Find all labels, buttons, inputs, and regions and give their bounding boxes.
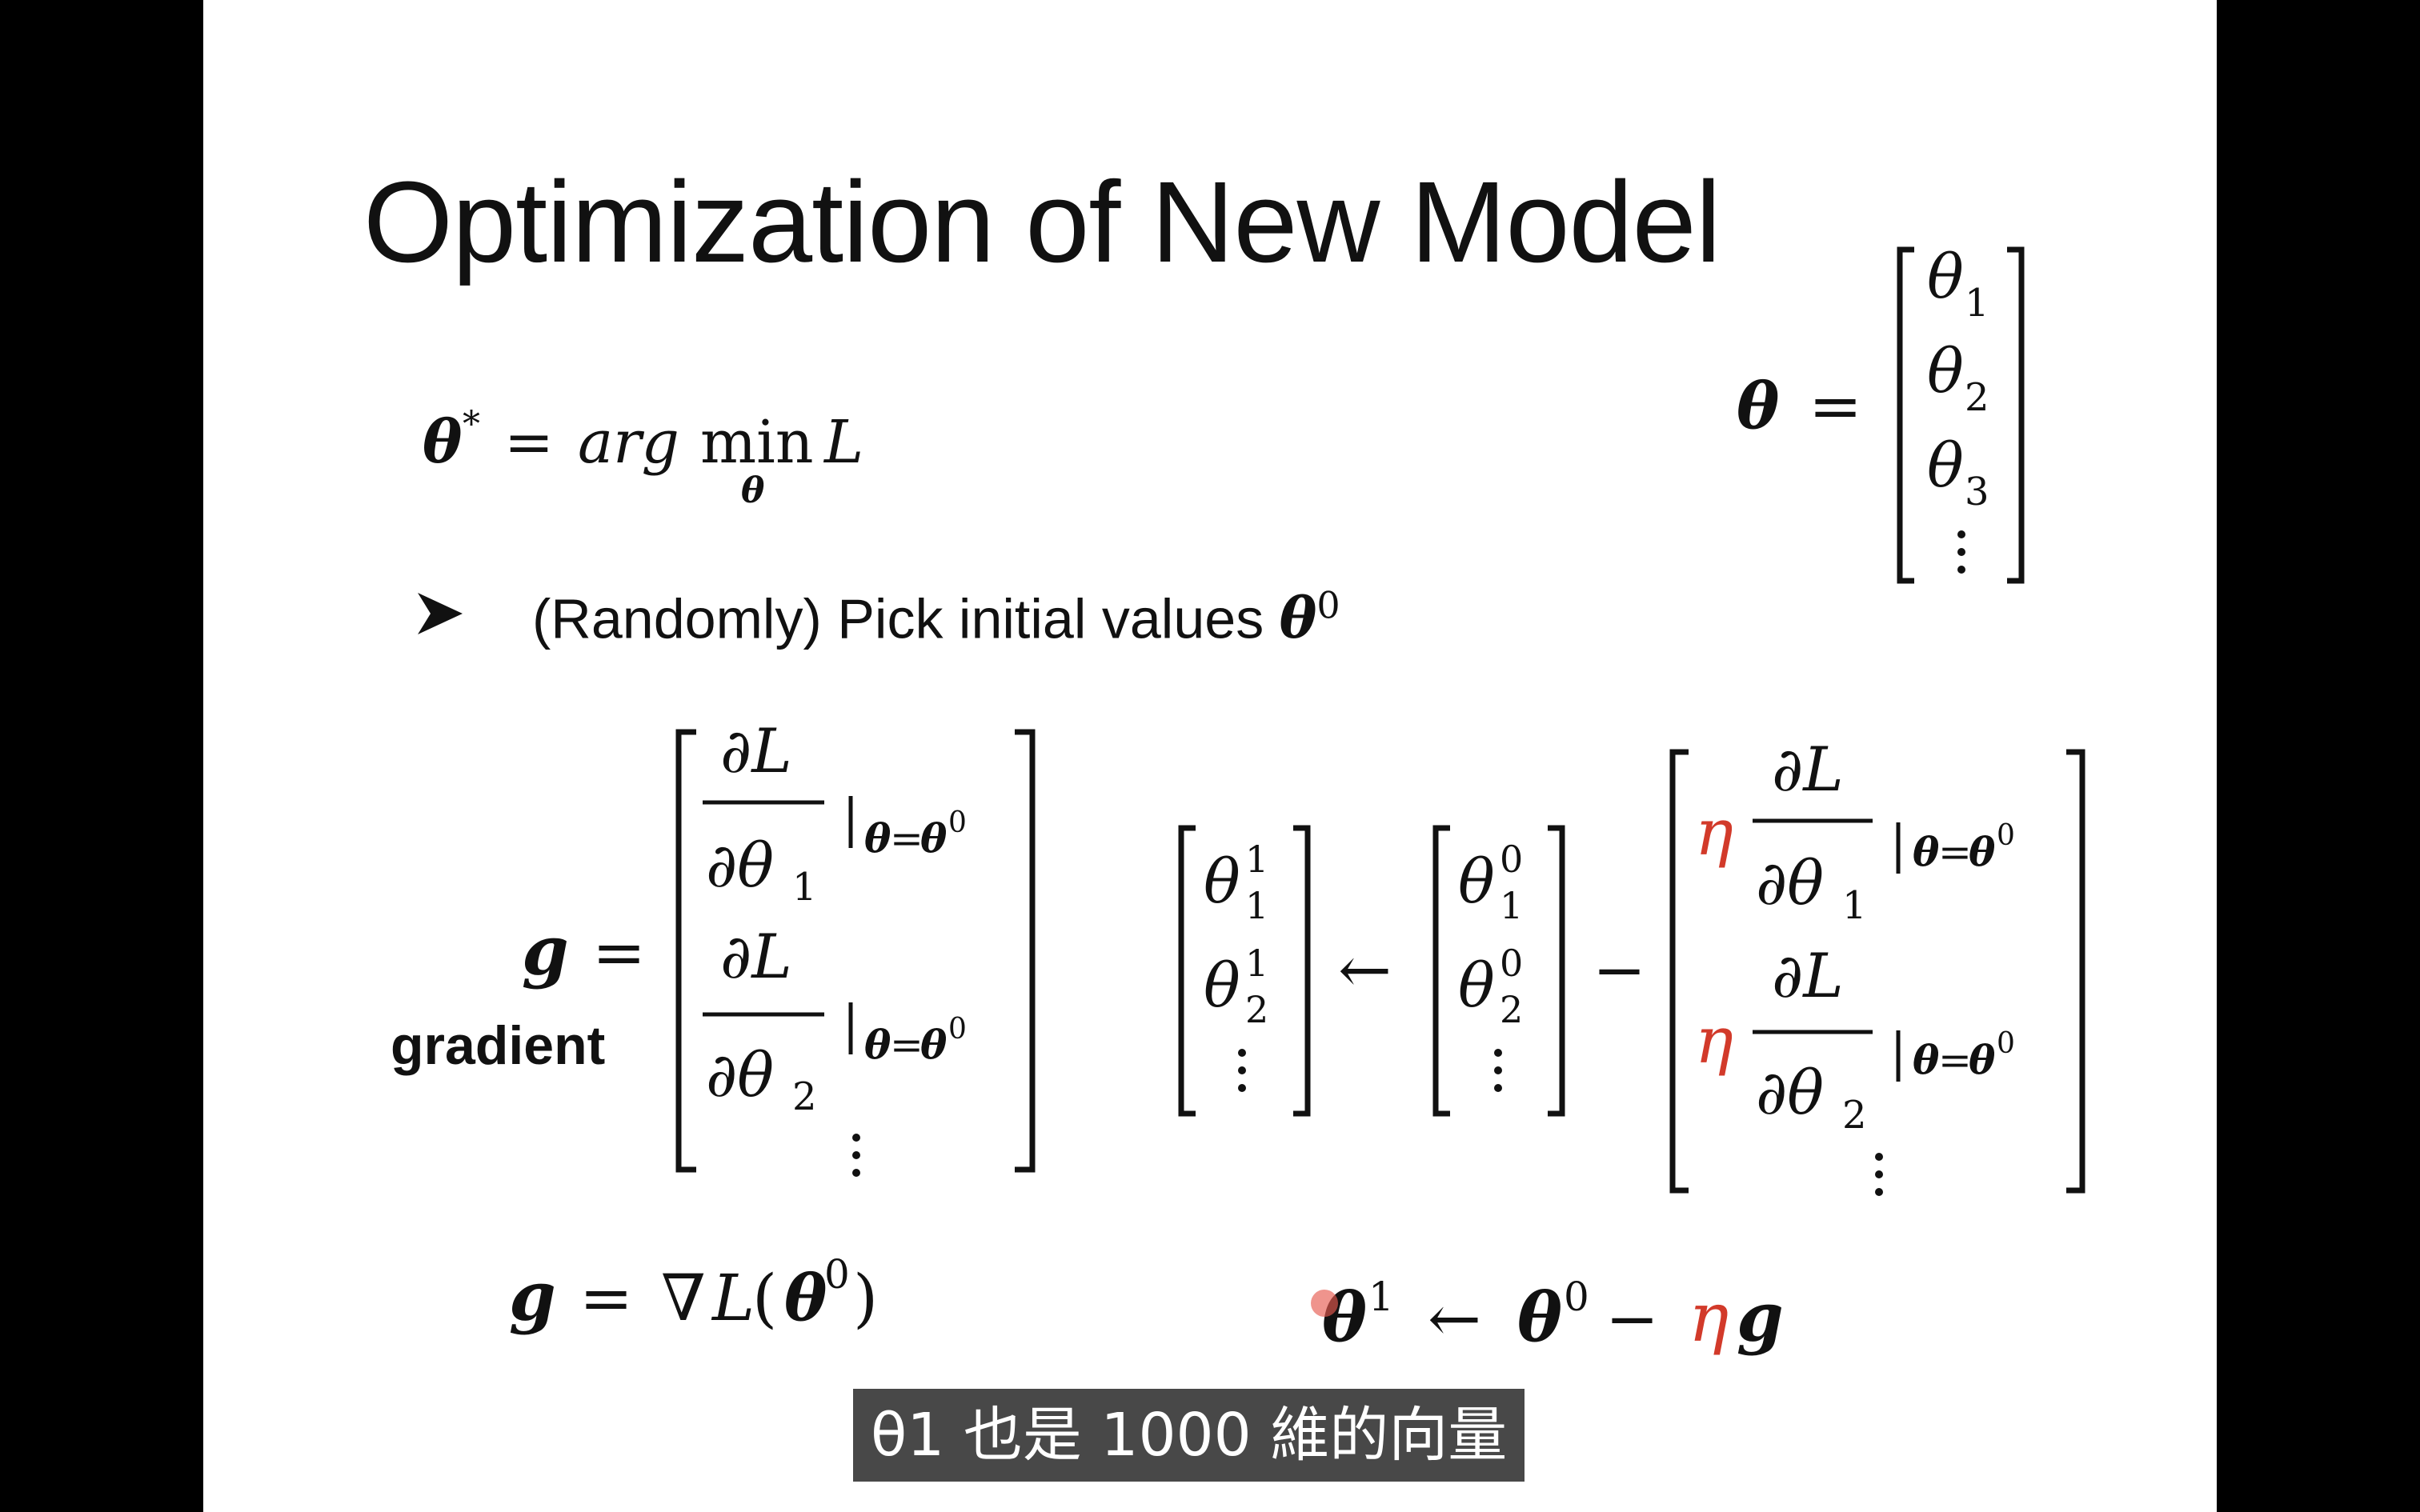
svg-text:min: min bbox=[700, 408, 814, 477]
svg-text:=: = bbox=[579, 1261, 633, 1335]
svg-text:∂θ: ∂θ bbox=[1756, 847, 1824, 918]
svg-text:θ: θ bbox=[423, 408, 463, 477]
svg-text:←: ← bbox=[1338, 933, 1392, 1007]
svg-text:∂L: ∂L bbox=[1772, 940, 1844, 1011]
svg-text:θ: θ bbox=[920, 814, 948, 862]
svg-text:2: 2 bbox=[792, 1074, 817, 1119]
svg-text:←: ← bbox=[1428, 1282, 1481, 1356]
svg-text:θ: θ bbox=[1969, 828, 1996, 875]
svg-text:=: = bbox=[1938, 1037, 1972, 1083]
update-rule-equation: θ 1 1 θ 1 2 ← θ 0 1 θ 0 2 − bbox=[1178, 734, 2085, 1196]
svg-text:3: 3 bbox=[1965, 470, 1989, 514]
arrowhead-bullet-icon bbox=[416, 586, 488, 650]
vector-update-equation: θ 1 ← θ 0 − η g bbox=[1322, 1274, 1784, 1357]
theta-vector-equation: θ = θ 1 θ 2 θ 3 bbox=[1737, 241, 2025, 584]
svg-text:L: L bbox=[711, 1261, 755, 1335]
svg-text:∂θ: ∂θ bbox=[1756, 1057, 1824, 1128]
svg-text:−: − bbox=[1605, 1282, 1659, 1356]
theta-zero-symbol: θ0 bbox=[1279, 584, 1340, 652]
svg-text:θ: θ bbox=[1913, 828, 1940, 875]
svg-text:=: = bbox=[504, 408, 554, 477]
svg-text:∂θ: ∂θ bbox=[706, 1039, 774, 1110]
svg-text:η: η bbox=[1695, 795, 1733, 870]
svg-text:θ: θ bbox=[864, 1021, 891, 1068]
svg-text:θ: θ bbox=[1458, 950, 1495, 1021]
svg-text:arg: arg bbox=[578, 408, 679, 477]
svg-text:1: 1 bbox=[1245, 942, 1268, 985]
svg-text:θ: θ bbox=[1927, 335, 1964, 406]
svg-text:0: 0 bbox=[1500, 942, 1523, 985]
argmin-equation: θ * = arg min θ L bbox=[423, 404, 863, 511]
svg-text:g: g bbox=[522, 911, 569, 990]
svg-text:θ: θ bbox=[1927, 430, 1964, 501]
gradient-label: gradient bbox=[391, 1015, 606, 1076]
svg-text:L: L bbox=[823, 408, 863, 477]
svg-text:θ: θ bbox=[1737, 368, 1780, 443]
svg-text:1: 1 bbox=[1965, 281, 1989, 326]
svg-text:θ: θ bbox=[784, 1260, 827, 1335]
svg-text:0: 0 bbox=[1997, 1027, 2015, 1060]
svg-text:1: 1 bbox=[1500, 884, 1523, 927]
svg-text:(: ( bbox=[752, 1261, 777, 1335]
svg-text:1: 1 bbox=[1842, 883, 1867, 928]
svg-text:θ: θ bbox=[1913, 1036, 1940, 1083]
svg-text:∇: ∇ bbox=[661, 1261, 706, 1335]
svg-text:1: 1 bbox=[1368, 1274, 1394, 1320]
svg-text:θ: θ bbox=[1322, 1278, 1367, 1357]
svg-text:=: = bbox=[592, 915, 646, 990]
gradient-matrix-equation: g = ∂L ∂θ 1 θ = θ 0 ∂L ∂θ 2 θ = θ 0 bbox=[522, 715, 1036, 1177]
svg-text:η: η bbox=[1695, 1003, 1733, 1078]
svg-text:1: 1 bbox=[1245, 884, 1268, 927]
gradient-nabla-equation: g = ∇ L ( θ 0 ) bbox=[509, 1251, 878, 1336]
laser-pointer-icon bbox=[1311, 1290, 1338, 1317]
svg-text:∂L: ∂L bbox=[720, 715, 792, 786]
svg-text:*: * bbox=[463, 404, 480, 445]
svg-text:2: 2 bbox=[1965, 375, 1989, 420]
svg-text:1: 1 bbox=[792, 865, 817, 910]
video-subtitle: θ1 也是 1000 維的向量 bbox=[853, 1389, 1525, 1482]
svg-text:θ: θ bbox=[1204, 846, 1240, 917]
svg-text:=: = bbox=[890, 815, 924, 862]
svg-text:θ: θ bbox=[741, 470, 765, 511]
svg-text:2: 2 bbox=[1842, 1093, 1867, 1138]
svg-text:g: g bbox=[1737, 1278, 1784, 1357]
svg-text:η: η bbox=[1689, 1278, 1729, 1357]
svg-text:0: 0 bbox=[1500, 838, 1523, 881]
lecture-slide bbox=[203, 0, 2217, 1512]
svg-text:): ) bbox=[853, 1261, 878, 1335]
svg-text:=: = bbox=[1809, 369, 1862, 443]
svg-text:θ: θ bbox=[1927, 241, 1964, 312]
svg-text:∂θ: ∂θ bbox=[706, 830, 774, 901]
slide-title: Optimization of New Model bbox=[363, 158, 1721, 286]
svg-text:=: = bbox=[890, 1022, 924, 1068]
svg-text:θ: θ bbox=[920, 1021, 948, 1068]
svg-text:−: − bbox=[1593, 933, 1646, 1007]
svg-text:2: 2 bbox=[1245, 988, 1268, 1031]
svg-text:=: = bbox=[1938, 829, 1972, 875]
svg-text:θ: θ bbox=[1458, 846, 1495, 917]
svg-text:θ: θ bbox=[1969, 1036, 1996, 1083]
svg-text:0: 0 bbox=[1564, 1274, 1589, 1320]
svg-text:∂L: ∂L bbox=[720, 921, 792, 992]
svg-text:0: 0 bbox=[824, 1251, 850, 1298]
svg-text:θ: θ bbox=[864, 814, 891, 862]
svg-text:θ: θ bbox=[1517, 1278, 1562, 1357]
bullet-pick-initial-values: (Randomly) Pick initial values θ0 bbox=[416, 584, 1340, 651]
svg-text:0: 0 bbox=[948, 1013, 967, 1046]
svg-text:1: 1 bbox=[1245, 838, 1268, 881]
svg-text:0: 0 bbox=[948, 806, 967, 839]
svg-text:θ: θ bbox=[1204, 950, 1240, 1021]
svg-text:2: 2 bbox=[1500, 988, 1523, 1031]
svg-text:0: 0 bbox=[1997, 819, 2015, 852]
bullet-text: (Randomly) Pick initial values bbox=[532, 587, 1280, 650]
svg-text:∂L: ∂L bbox=[1772, 734, 1844, 805]
svg-text:g: g bbox=[509, 1257, 556, 1336]
